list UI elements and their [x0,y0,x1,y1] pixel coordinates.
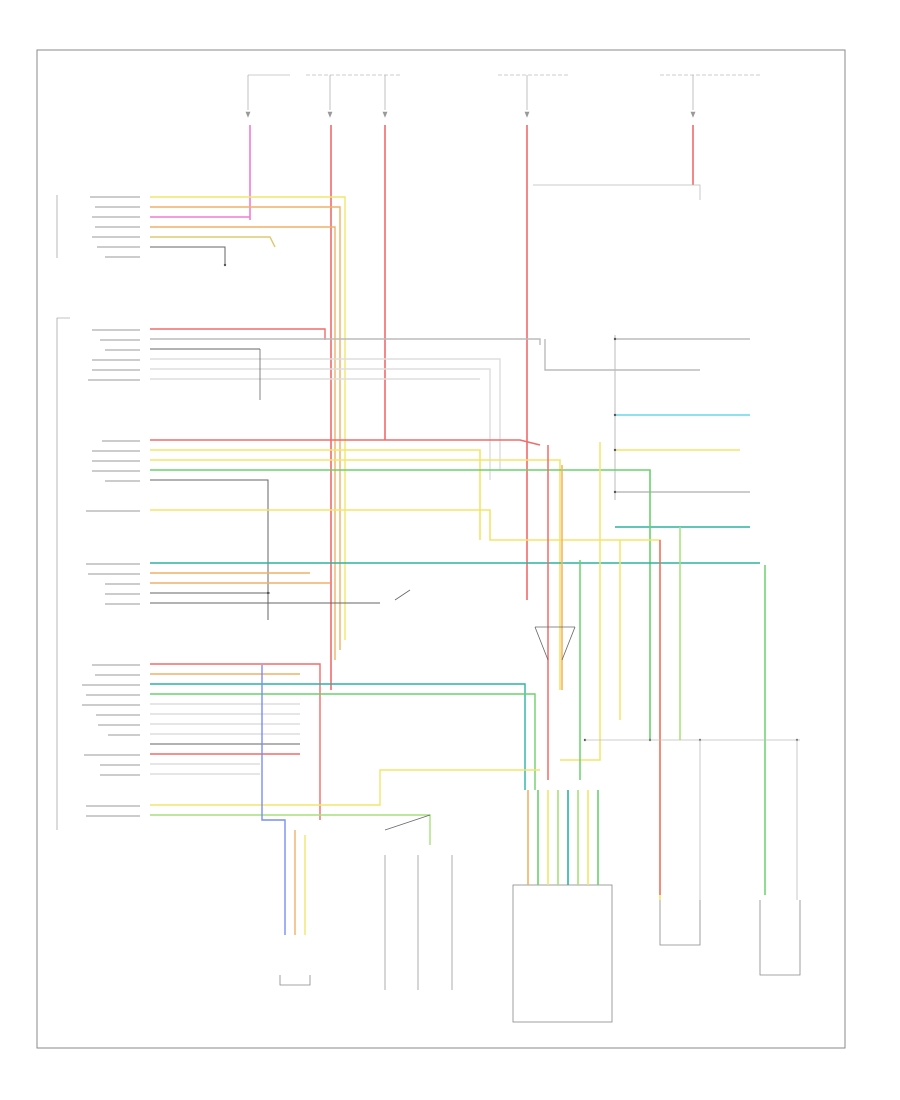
trunk-wires [547,442,766,895]
fuse-block-3 [498,74,570,118]
rear-speed-sensor [759,900,801,976]
bottom-left-pins [279,975,311,986]
front-speed-sensor [659,900,701,946]
junction-dots [223,263,799,742]
fuse-block-1 [245,74,290,118]
switch-wires [150,196,346,660]
fuse-block-4 [660,74,760,118]
shift-motor-connector [512,790,613,1023]
ecm-wires-group-1 [150,328,750,528]
bus-line [585,739,800,900]
switch-symbol [384,589,576,831]
ecm-wires-group-2 [150,439,760,900]
ecm-connector [56,317,140,830]
fuse-wires [249,125,701,690]
diagram-frame [36,49,846,1049]
lower-connector-wires [150,663,540,935]
encoder [384,855,453,990]
fuse-block-2 [306,74,400,118]
transfer-case-switch [56,195,140,258]
